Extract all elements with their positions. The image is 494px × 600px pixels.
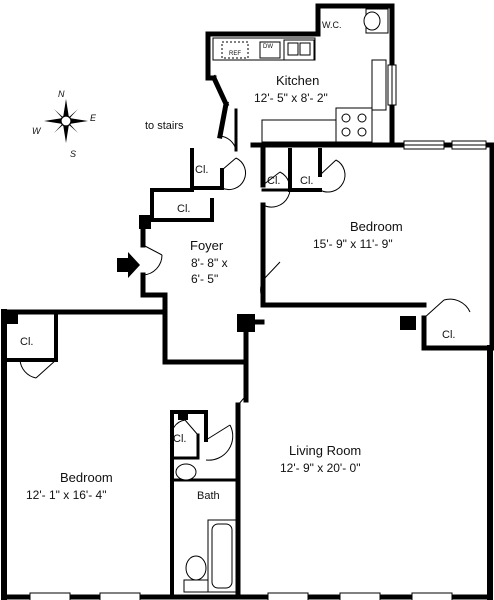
dw-label: DW bbox=[263, 44, 273, 50]
bath-fixtures bbox=[175, 463, 237, 593]
compass-e: E bbox=[90, 113, 97, 123]
bedroom-left-dims: 12'- 1" x 16'- 4" bbox=[26, 488, 106, 502]
closet-label: Cl. bbox=[267, 175, 280, 187]
bedroom-left-name: Bedroom bbox=[60, 470, 113, 485]
closet-label: Cl. bbox=[173, 433, 186, 445]
bedroom-right-name: Bedroom bbox=[350, 219, 403, 234]
entry-arrow-icon bbox=[117, 252, 140, 278]
compass-rose bbox=[44, 99, 88, 143]
kitchen-name: Kitchen bbox=[276, 73, 319, 88]
living-room-dims: 12'- 9" x 20'- 0" bbox=[280, 461, 360, 475]
wall-pillars bbox=[2, 215, 416, 420]
windows bbox=[29, 64, 487, 600]
bedroom-right-dims: 15'- 9" x 11'- 9" bbox=[313, 237, 393, 251]
kitchen-dims: 12'- 5" x 8'- 2" bbox=[254, 91, 328, 105]
compass-w: W bbox=[32, 126, 42, 136]
foyer-dims-1: 8'- 8" x bbox=[191, 256, 228, 270]
kitchen-counter bbox=[212, 37, 387, 143]
closet-label: Cl. bbox=[300, 175, 313, 187]
closet-label: Cl. bbox=[195, 164, 208, 176]
compass-s: S bbox=[70, 149, 76, 159]
to-stairs-label: to stairs bbox=[145, 120, 184, 132]
compass-n: N bbox=[58, 89, 65, 99]
ref-label: REF bbox=[229, 51, 241, 57]
walls bbox=[1, 3, 494, 600]
living-room-name: Living Room bbox=[289, 443, 361, 458]
wc-label: W.C. bbox=[322, 20, 342, 30]
bath-name: Bath bbox=[197, 490, 220, 502]
closet-label: Cl. bbox=[177, 203, 190, 215]
door-swings bbox=[19, 135, 471, 461]
wc-fixtures bbox=[363, 8, 389, 34]
foyer-name: Foyer bbox=[190, 238, 224, 253]
closet-label: Cl. bbox=[20, 336, 33, 348]
foyer-dims-2: 6'- 5" bbox=[191, 272, 218, 286]
closet-label: Cl. bbox=[442, 329, 455, 341]
